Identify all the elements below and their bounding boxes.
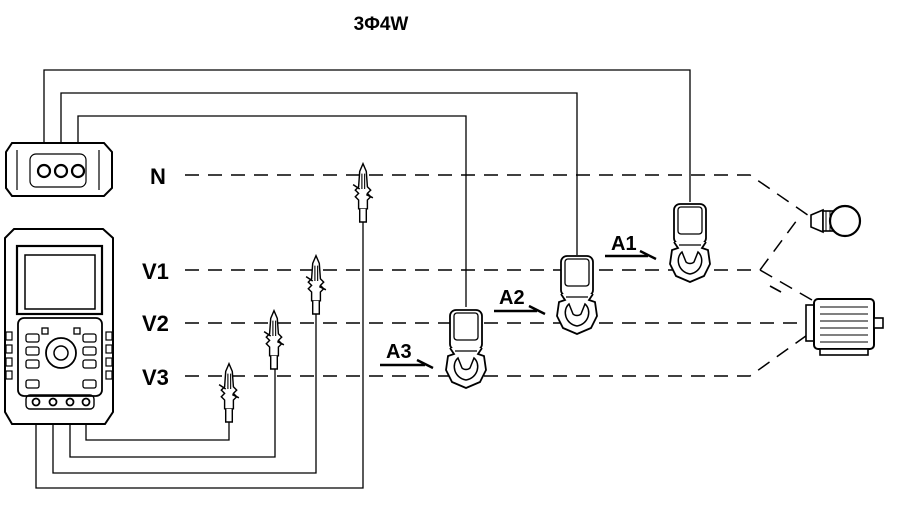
motor-load-icon (805, 298, 884, 356)
lamp-load-icon (810, 204, 862, 238)
current-clamp-icon (556, 255, 598, 335)
label-v1: V1 (142, 259, 169, 284)
arrow-a2 (494, 304, 546, 316)
arrow-a1 (605, 249, 657, 261)
line-v3 (185, 332, 811, 377)
diagram-title: 3Φ4W (354, 14, 409, 35)
alligator-clip-icon (263, 309, 285, 370)
label-a1: A1 (611, 233, 637, 255)
module-jack-1 (36, 163, 52, 179)
current-leads (43, 69, 691, 307)
label-v3: V3 (142, 365, 169, 390)
voltage-module-icon (5, 142, 113, 197)
alligator-clip-icon (352, 162, 374, 223)
power-meter-icon (4, 228, 114, 425)
module-jack-2 (53, 163, 69, 179)
line-n (185, 174, 813, 219)
power-lines (185, 174, 813, 377)
label-v2: V2 (142, 311, 169, 336)
line-v1 (185, 215, 813, 301)
current-clamp-icon (669, 203, 711, 283)
alligator-clip-icon (305, 254, 327, 315)
arrow-a3 (380, 358, 434, 370)
label-a2: A2 (499, 287, 525, 309)
meter-screen-bezel (15, 244, 104, 316)
alligator-clip-icon (218, 362, 240, 423)
meter-screen (24, 254, 96, 310)
module-jack-3 (70, 163, 86, 179)
label-n: N (150, 164, 166, 189)
current-clamp-icon (445, 309, 487, 389)
label-a3: A3 (386, 341, 412, 363)
